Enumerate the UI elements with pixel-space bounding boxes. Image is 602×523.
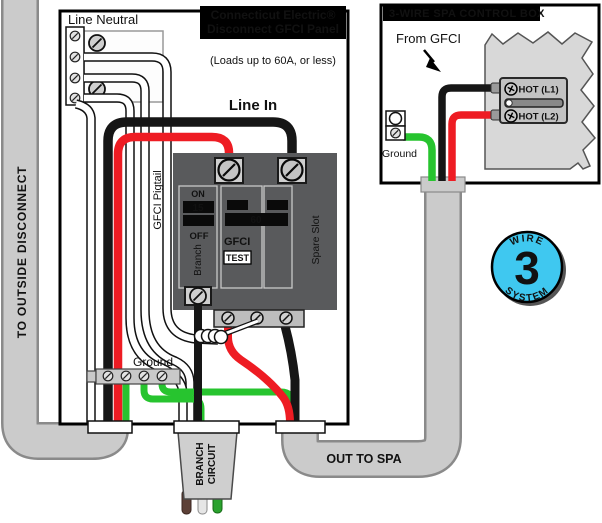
pigtail-coil	[193, 318, 259, 345]
branch-circuit-label-line1: BRANCH	[195, 442, 206, 485]
gfci-pigtail-wire	[84, 53, 219, 344]
conduit-collar-left	[87, 420, 133, 434]
hot-l2-label: HOT (L2)	[519, 112, 559, 123]
badge-number: 3	[514, 242, 540, 294]
screw-icon	[504, 82, 518, 96]
spa-red-wire	[224, 326, 294, 424]
conduit-out-to-spa	[281, 183, 462, 478]
neutral-wire	[84, 74, 194, 423]
screw-icon	[156, 370, 168, 382]
main-amps-bar	[225, 213, 288, 226]
screw-icon	[138, 370, 150, 382]
screw-icon	[120, 370, 132, 382]
branch-circuit-label-line2: CIRCUIT	[207, 444, 218, 485]
loads-note: (Loads up to 60A, or less)	[210, 55, 336, 67]
gfci-label: GFCI	[224, 236, 250, 248]
lower-wiring	[122, 305, 300, 424]
conduit-to-outside-disconnect	[1, 0, 129, 460]
screw-icon	[88, 34, 106, 52]
screw-icon	[504, 109, 518, 123]
outside-disconnect-label: TO OUTSIDE DISCONNECT	[15, 166, 29, 339]
screw-icon	[69, 30, 81, 42]
pigtail-lead	[223, 319, 259, 336]
line-in-label: Line In	[229, 97, 277, 114]
main-amps: 60	[250, 215, 262, 226]
slot-pin	[505, 99, 513, 107]
neutral-wire	[75, 100, 95, 423]
spa-box-title: 3-WIRE SPA CONTROL BOX	[389, 8, 545, 20]
badge-arc-top-text: WIRE	[509, 233, 546, 248]
spa-red-feed-wire	[448, 111, 494, 181]
gfci-breaker-column	[220, 185, 263, 289]
branch-amps-box	[183, 201, 214, 213]
gfci-pigtail-label: GFCI Pigtail	[152, 170, 164, 229]
branch-handle[interactable]	[183, 215, 214, 226]
ground-lug-ring	[388, 111, 403, 126]
neutral-bus-bar	[65, 26, 85, 106]
conduit-body	[283, 183, 460, 476]
spa-black-wire	[280, 324, 300, 423]
line-in-black-wire	[103, 117, 297, 424]
badge-arc-top-textpath: WIRE	[509, 233, 545, 248]
neutral-wires	[74, 52, 219, 423]
screw-icon	[280, 158, 304, 182]
branch-breaker-label: Branch	[193, 244, 204, 276]
test-button-label[interactable]: TEST	[226, 253, 250, 263]
screw-icon	[279, 311, 293, 325]
out-to-spa-label: OUT TO SPA	[326, 452, 401, 466]
line-neutral-assembly	[65, 26, 164, 106]
panel-ground-label: Ground	[133, 355, 173, 369]
spa-green-ground-wire	[403, 133, 436, 181]
terminal-slot	[504, 98, 564, 108]
spa-control-box	[379, 3, 601, 193]
gfci-breaker-column2	[263, 185, 293, 289]
breaker-off-label: OFF	[190, 231, 209, 242]
breaker-on-label: ON	[191, 189, 205, 199]
test-button[interactable]	[223, 250, 252, 265]
coil-loop	[213, 329, 229, 345]
breaker-block	[173, 153, 337, 310]
hot-l1-label: HOT (L1)	[519, 85, 559, 96]
branch-amps: 15	[192, 203, 204, 214]
screw-icon	[221, 311, 235, 325]
panel-title-box	[200, 6, 346, 39]
ground-bar-tab	[86, 370, 97, 383]
branch-circuit-conduit	[177, 431, 238, 515]
conduit-body	[3, 0, 127, 458]
spa-black-feed-wire	[438, 84, 494, 181]
line-neutral-label: Line Neutral	[68, 12, 138, 27]
breaker-panel-body	[173, 153, 337, 310]
wire-system-badge: WIRE 3 SYSTEM	[490, 230, 566, 306]
from-gfci-arrow	[423, 49, 435, 63]
badge-circle	[490, 230, 564, 304]
panel-title-line2: Disconnect GFCI Panel	[207, 22, 339, 36]
screw-icon	[189, 287, 207, 305]
spa-ground-label: Ground	[382, 148, 417, 160]
gfci-handle-right[interactable]	[267, 200, 288, 210]
labels: Connecticut Electric® Disconnect GFCI Pa…	[15, 8, 559, 486]
from-gfci-label: From GFCI	[396, 31, 461, 46]
line-in-red-wire	[113, 132, 234, 424]
screw-icon	[102, 370, 114, 382]
screw-icon	[69, 51, 81, 63]
conduit-collar-branch	[173, 420, 240, 434]
conduit-collar-spa	[275, 420, 326, 434]
from-gfci-arrowhead	[426, 58, 441, 72]
screw-icon	[217, 158, 241, 182]
screw-icon	[390, 127, 401, 139]
panel-title-line1: Connecticut Electric®	[211, 8, 336, 22]
spare-slot-label: Spare Slot	[310, 215, 322, 264]
screw-icon	[69, 72, 81, 84]
load-terminal-strip	[213, 309, 305, 328]
spa-title-bar	[383, 5, 540, 21]
ground-bar-assembly	[86, 368, 181, 385]
gfci-handle-left[interactable]	[227, 200, 248, 210]
